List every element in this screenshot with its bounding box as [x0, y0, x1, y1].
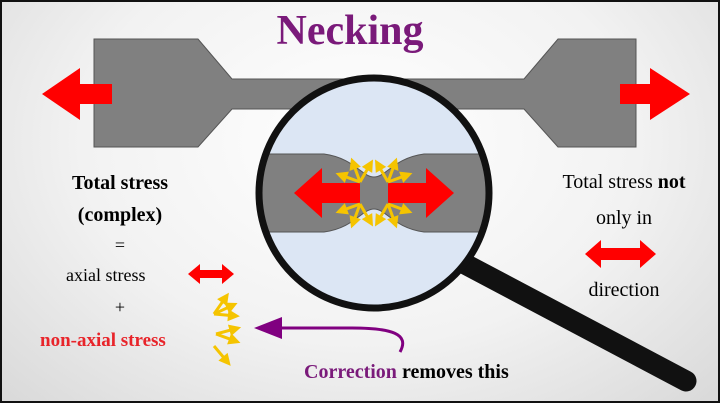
- plus-sign: +: [114, 297, 126, 317]
- axial-double-arrow-icon: [188, 264, 234, 284]
- non-axial-legend-arrows-icon: [207, 287, 245, 372]
- complex-label: (complex): [77, 204, 163, 226]
- only-in-label: only in: [595, 207, 653, 229]
- curved-arrow-icon: [254, 317, 405, 353]
- correction-word: Correction: [304, 361, 397, 383]
- magnifying-glass-icon: [255, 74, 493, 312]
- axial-stress-label: axial stress: [66, 265, 146, 285]
- non-axial-stress-label: non-axial stress: [40, 330, 166, 351]
- direction-label: direction: [588, 279, 660, 301]
- total-stress-not-prefix: Total stress: [562, 171, 658, 193]
- direction-double-arrow-icon: [585, 240, 656, 268]
- left-pull-arrow-icon: [42, 68, 112, 120]
- removes-this-text: removes this: [396, 361, 509, 383]
- not-emphasis: not: [657, 171, 686, 193]
- correction-caption: Correction removes this: [304, 362, 509, 382]
- equals-sign: =: [114, 235, 126, 255]
- total-stress-not-label: Total stress not: [534, 172, 714, 192]
- right-pull-arrow-icon: [620, 68, 690, 120]
- total-stress-label: Total stress: [71, 172, 169, 194]
- magnifier-handle: [454, 253, 697, 392]
- lens-left-axial-arrow-icon: [294, 168, 360, 218]
- page-title: Necking: [276, 8, 424, 54]
- lens-right-axial-arrow-icon: [388, 168, 454, 218]
